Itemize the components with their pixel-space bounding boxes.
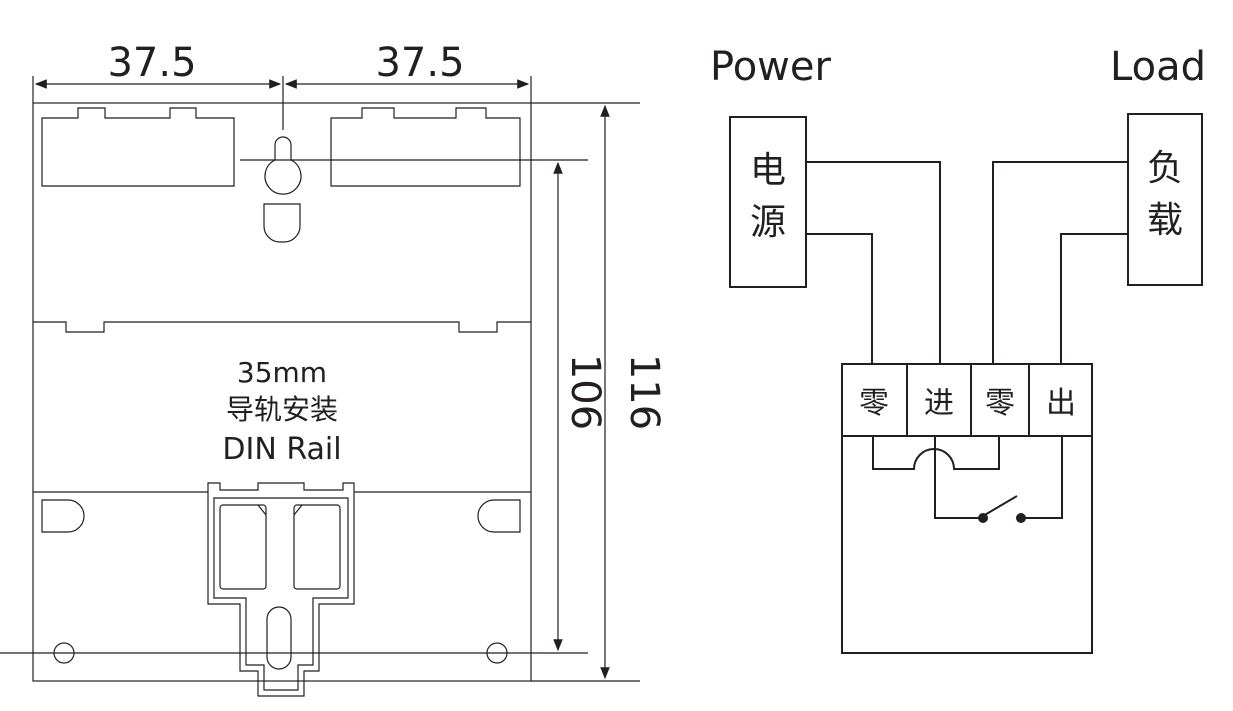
terminal-cover-left (41, 107, 235, 187)
device-outline-drawing: 37.5 37.5 106 116 35mm 导轨安装 DIN Rail (0, 40, 667, 697)
internal-output-wire (1024, 436, 1063, 519)
dim-width-right: 37.5 (375, 40, 464, 86)
side-tab-right (477, 499, 521, 533)
wire-load-neutral (992, 161, 1128, 364)
clip-slot (266, 606, 292, 670)
din-rail-clip-inner (213, 497, 349, 691)
mount-chinese-label: 导轨安装 (226, 393, 338, 426)
load-label: Load (1110, 44, 1206, 90)
mount-english-label: DIN Rail (222, 432, 341, 467)
clip-window-chamfer-left (257, 504, 267, 516)
keyhole-slot (264, 136, 302, 195)
wire-power-neutral (806, 233, 873, 364)
power-box-char-1: 电 (750, 150, 786, 191)
clip-window-left (219, 504, 267, 590)
power-box-char-2: 源 (750, 202, 786, 243)
device-body (32, 102, 532, 682)
terminal-live-out: 出 (1046, 386, 1076, 421)
dim-height-outer: 116 (621, 354, 667, 430)
power-source-box (729, 116, 807, 288)
internal-live-wire (934, 436, 980, 519)
relay-switch-blade (982, 495, 1018, 517)
terminal-live-in: 进 (924, 386, 954, 421)
clip-window-chamfer-right (293, 504, 303, 516)
terminal-cover-right (330, 107, 521, 187)
power-label: Power (710, 44, 831, 90)
terminal-neutral-in: 零 (859, 386, 889, 421)
d-shaped-tab (263, 203, 301, 243)
dim-height-inner: 106 (562, 354, 608, 430)
side-tab-left (41, 499, 85, 533)
relay-contact-right (1016, 513, 1026, 523)
wiring-diagram: Power Load 电 源 负 载 零 进 零 出 (710, 44, 1206, 654)
wire-load-live (1060, 233, 1128, 364)
timer-device-box (841, 363, 1093, 654)
body-divider-upper (33, 321, 531, 333)
load-box-char-1: 负 (1147, 148, 1183, 189)
din-rail-clip (207, 482, 355, 697)
wire-power-live (806, 161, 941, 364)
dim-width-left: 37.5 (107, 40, 196, 86)
terminal-neutral-out: 零 (985, 386, 1015, 421)
load-box-char-2: 载 (1147, 200, 1183, 241)
clip-window-right (293, 504, 341, 590)
relay-contact-left (978, 513, 988, 523)
mount-size-label: 35mm (237, 356, 327, 389)
load-box (1127, 113, 1203, 286)
